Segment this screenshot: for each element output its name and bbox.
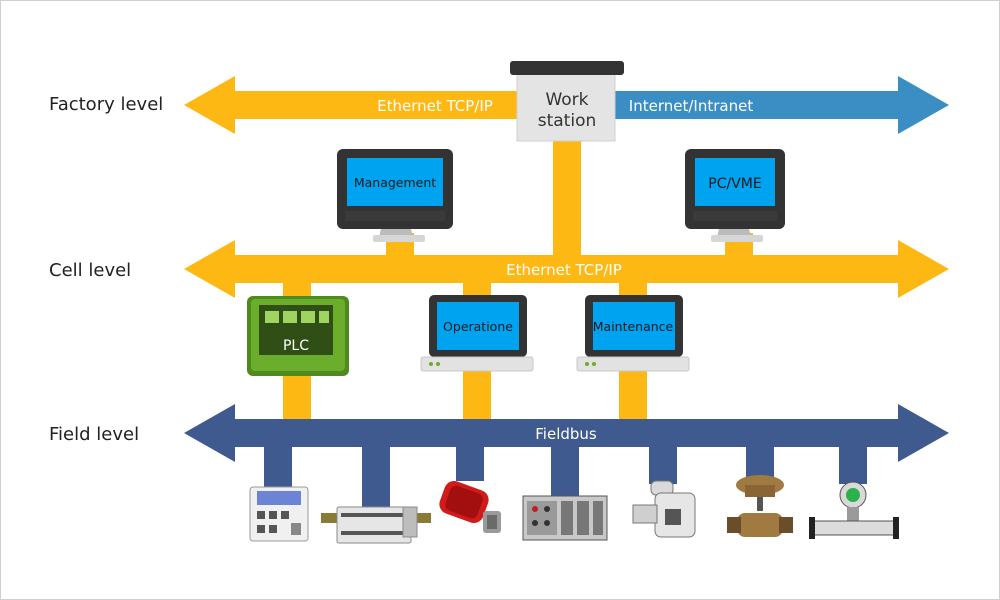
maintenance-laptop: Maintenance	[576, 295, 690, 372]
pcvme-monitor: PC/VME	[685, 149, 785, 242]
cell-ethernet-arrow	[184, 240, 949, 298]
cell-level-label: Cell level	[49, 260, 131, 281]
internet-intranet-arrow	[613, 76, 949, 134]
workstation: Work station	[510, 61, 624, 142]
din-rail-module-icon	[321, 506, 431, 544]
management-label: Management	[354, 175, 436, 190]
fieldbus-drops	[264, 446, 867, 508]
management-monitor: Management	[337, 149, 453, 242]
plc-label: PLC	[283, 338, 309, 354]
filter-cartridge-icon	[439, 480, 501, 533]
factory-level-label: Factory level	[49, 94, 163, 115]
operation-label: Operatione	[443, 319, 513, 334]
pcvme-label: PC/VME	[708, 176, 761, 192]
operation-laptop: Operatione	[420, 295, 534, 372]
io-module-icon	[249, 486, 309, 542]
flow-meter-icon	[809, 481, 899, 539]
control-valve-icon	[727, 475, 793, 537]
workstation-label-line1: Work	[545, 90, 588, 110]
field-level-label: Field level	[49, 424, 139, 445]
fieldbus-label: Fieldbus	[535, 425, 597, 443]
internet-intranet-label: Internet/Intranet	[629, 97, 754, 115]
rack-controller-icon	[522, 495, 608, 541]
maintenance-label: Maintenance	[593, 319, 674, 334]
fieldbus-arrow	[184, 404, 949, 462]
pump-icon	[632, 480, 696, 538]
plc-controller: PLC	[247, 296, 349, 376]
cell-ethernet-label: Ethernet TCP/IP	[506, 261, 622, 279]
factory-ethernet-arrow	[184, 76, 521, 134]
factory-ethernet-label: Ethernet TCP/IP	[377, 97, 493, 115]
workstation-label-line2: station	[538, 111, 597, 131]
